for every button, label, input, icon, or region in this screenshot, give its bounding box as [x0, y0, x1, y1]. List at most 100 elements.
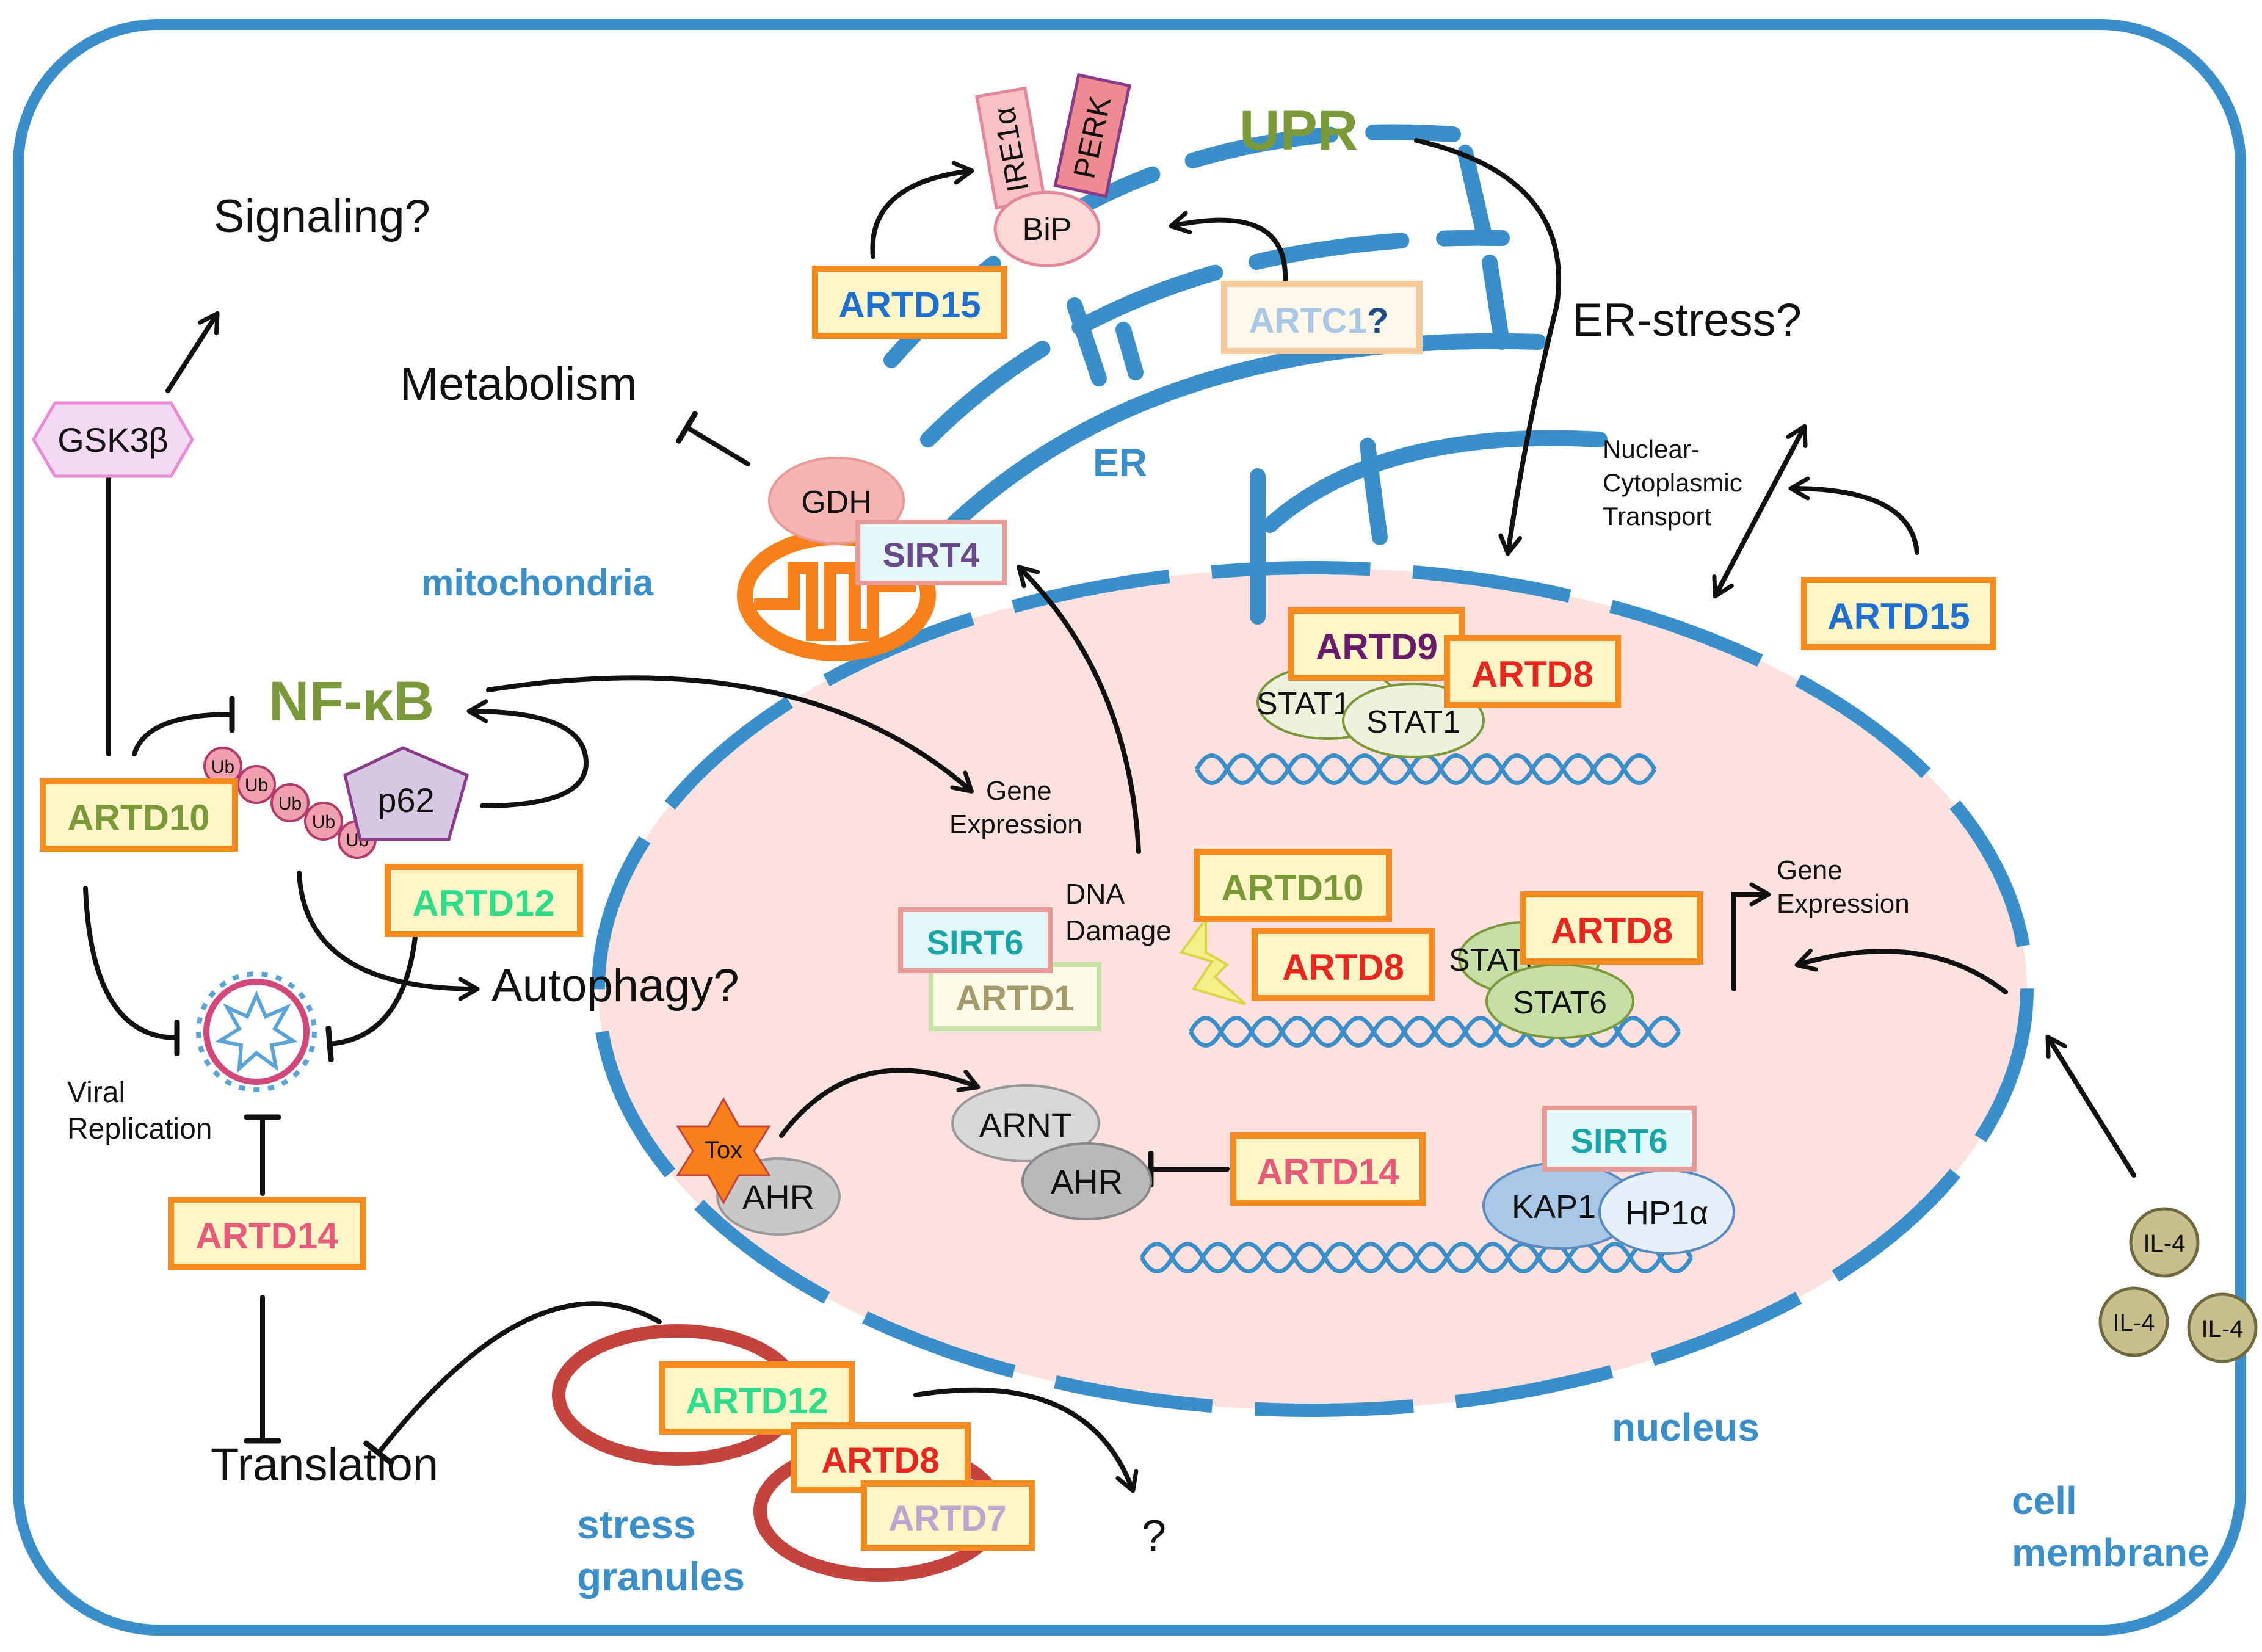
ahr-cyto-protein — [716, 1157, 841, 1236]
perk-receptor: PERK — [1053, 73, 1131, 198]
kap1-label: KAP1 — [1512, 1189, 1596, 1225]
artd8-sg-label: ARTD8 — [821, 1441, 939, 1480]
artd8-dna-label: ARTD8 — [1282, 947, 1404, 988]
viral-replication-label-1: Viral — [67, 1076, 125, 1109]
stat6-front-label: STAT6 — [1513, 985, 1607, 1021]
metabolism-label: Metabolism — [400, 358, 637, 410]
artd8-stat1-label: ARTD8 — [1471, 654, 1593, 695]
artd15-er-box: ARTD15 — [812, 266, 1007, 339]
gene-expression-top-1: Gene — [986, 776, 1052, 806]
ahr-nuc-label: AHR — [1051, 1162, 1123, 1201]
bip-protein — [993, 190, 1101, 267]
artd10-nuc-label: ARTD10 — [1221, 868, 1363, 908]
artd1-label: ARTD1 — [955, 979, 1073, 1018]
cell-membrane — [13, 19, 2246, 1636]
artd14-nuc-label: ARTD14 — [1256, 1151, 1399, 1192]
transport-label-3: Transport — [1603, 502, 1712, 531]
autophagy-label: Autophagy? — [491, 960, 739, 1012]
nfkb-label: NF-κB — [269, 670, 434, 733]
artd8-stat6-label: ARTD8 — [1551, 910, 1673, 951]
ire1a-receptor: IRE1α — [975, 86, 1046, 210]
ubiquitin-chain: Ub Ub Ub Ub Ub — [203, 747, 377, 859]
artd12-cyto-box: ARTD12 — [385, 864, 583, 937]
artd9-box: ARTD9 — [1288, 607, 1465, 681]
artc1-label: ARTC1? — [1249, 301, 1389, 341]
artd12-sg-box: ARTD12 — [659, 1361, 855, 1435]
er-label: ER — [1093, 441, 1147, 485]
artd8-sg-box: ARTD8 — [791, 1422, 971, 1493]
upr-label: UPR — [1239, 100, 1358, 162]
artd14-nuc-box: ARTD14 — [1230, 1132, 1426, 1206]
il4-ligands: IL-4 IL-4 IL-4 — [2098, 1207, 2258, 1363]
sirt4-box: SIRT4 — [855, 520, 1007, 585]
dna-helix-kap1 — [1139, 1242, 1694, 1273]
p62-protein — [343, 746, 469, 841]
artc1-box: ARTC1? — [1221, 281, 1423, 354]
gene-expression-top-2: Expression — [949, 810, 1082, 839]
artd10-cyto-box: ARTD10 — [40, 778, 238, 852]
artd9-label: ARTD9 — [1316, 626, 1438, 667]
arnt-protein — [951, 1084, 1100, 1162]
sirt6-kap-label: SIRT6 — [1571, 1121, 1668, 1160]
signaling-label: Signaling? — [214, 190, 430, 242]
er-stress-label: ER-stress? — [1572, 294, 1802, 346]
artd15-nuc-box: ARTD15 — [1801, 577, 1996, 650]
sirt6-kap-box: SIRT6 — [1542, 1106, 1697, 1172]
gsk3b-label: GSK3β — [57, 421, 169, 459]
artd15-nuc-label: ARTD15 — [1827, 596, 1970, 637]
artd8-stat1-box: ARTD8 — [1444, 635, 1621, 708]
artd7-sg-box: ARTD7 — [861, 1480, 1035, 1551]
artd10-cyto-label: ARTD10 — [67, 797, 209, 838]
il4-label-1: IL-4 — [2144, 1230, 2186, 1257]
tox-star-icon — [676, 1096, 771, 1205]
stat1-back-label: STAT1 — [1256, 686, 1350, 722]
pathway-arrows — [83, 138, 2136, 1493]
sirt6-dna-box: SIRT6 — [898, 907, 1053, 973]
il4-label-3: IL-4 — [2202, 1316, 2244, 1342]
ub-label-1: Ub — [211, 757, 234, 777]
p62-label: p62 — [377, 781, 434, 819]
artd10-nuc-box: ARTD10 — [1194, 849, 1392, 922]
artd14-cyto-box: ARTD14 — [168, 1197, 366, 1270]
mitochondria-label: mitochondria — [421, 562, 654, 603]
il4-label-2: IL-4 — [2113, 1310, 2155, 1336]
artc1-name: ARTC1 — [1249, 301, 1367, 341]
cell-membrane-label-2: membrane — [2012, 1531, 2209, 1574]
arnt-label: ARNT — [979, 1106, 1072, 1144]
artd12-cyto-label: ARTD12 — [412, 883, 554, 924]
virus-icon — [196, 971, 317, 1092]
transport-label-1: Nuclear- — [1603, 435, 1700, 463]
artd14-cyto-label: ARTD14 — [195, 1215, 338, 1256]
gdh-label: GDH — [801, 485, 872, 520]
stress-granules-label-1: stress — [577, 1502, 696, 1547]
artd1-box: ARTD1 — [929, 962, 1101, 1031]
lightning-icon — [1179, 915, 1247, 1005]
transport-label-2: Cytoplasmic — [1603, 468, 1742, 497]
artd7-sg-label: ARTD7 — [888, 1499, 1006, 1538]
stat1-front-label: STAT1 — [1366, 705, 1460, 740]
ub-label-3: Ub — [278, 794, 302, 814]
sirt4-label: SIRT4 — [883, 535, 980, 574]
artd8-dna-box: ARTD8 — [1252, 928, 1435, 1001]
tox-label: Tox — [705, 1137, 742, 1164]
gene-expression-right-2: Expression — [1777, 889, 1910, 919]
dna-damage-label-2: Damage — [1065, 915, 1172, 946]
artd12-sg-label: ARTD12 — [686, 1380, 828, 1421]
hp1a-label: HP1α — [1625, 1195, 1708, 1231]
ahr-cyto-label: AHR — [742, 1178, 814, 1216]
translation-label: Translation — [211, 1439, 438, 1491]
stress-granules-label-2: granules — [577, 1554, 745, 1599]
artd15-er-label: ARTD15 — [838, 284, 981, 325]
sirt6-dna-label: SIRT6 — [927, 923, 1024, 962]
gene-expression-right-1: Gene — [1777, 855, 1843, 885]
bip-label: BiP — [1023, 212, 1072, 247]
ub-label-2: Ub — [245, 775, 268, 795]
unknown-label: ? — [1142, 1512, 1166, 1560]
gsk3b-protein — [32, 401, 194, 478]
dna-damage-label-1: DNA — [1065, 878, 1125, 910]
viral-replication-label-2: Replication — [67, 1113, 212, 1145]
artd8-stat6-box: ARTD8 — [1520, 891, 1703, 965]
artc1-question: ? — [1367, 301, 1388, 341]
nucleus-label: nucleus — [1612, 1405, 1760, 1449]
